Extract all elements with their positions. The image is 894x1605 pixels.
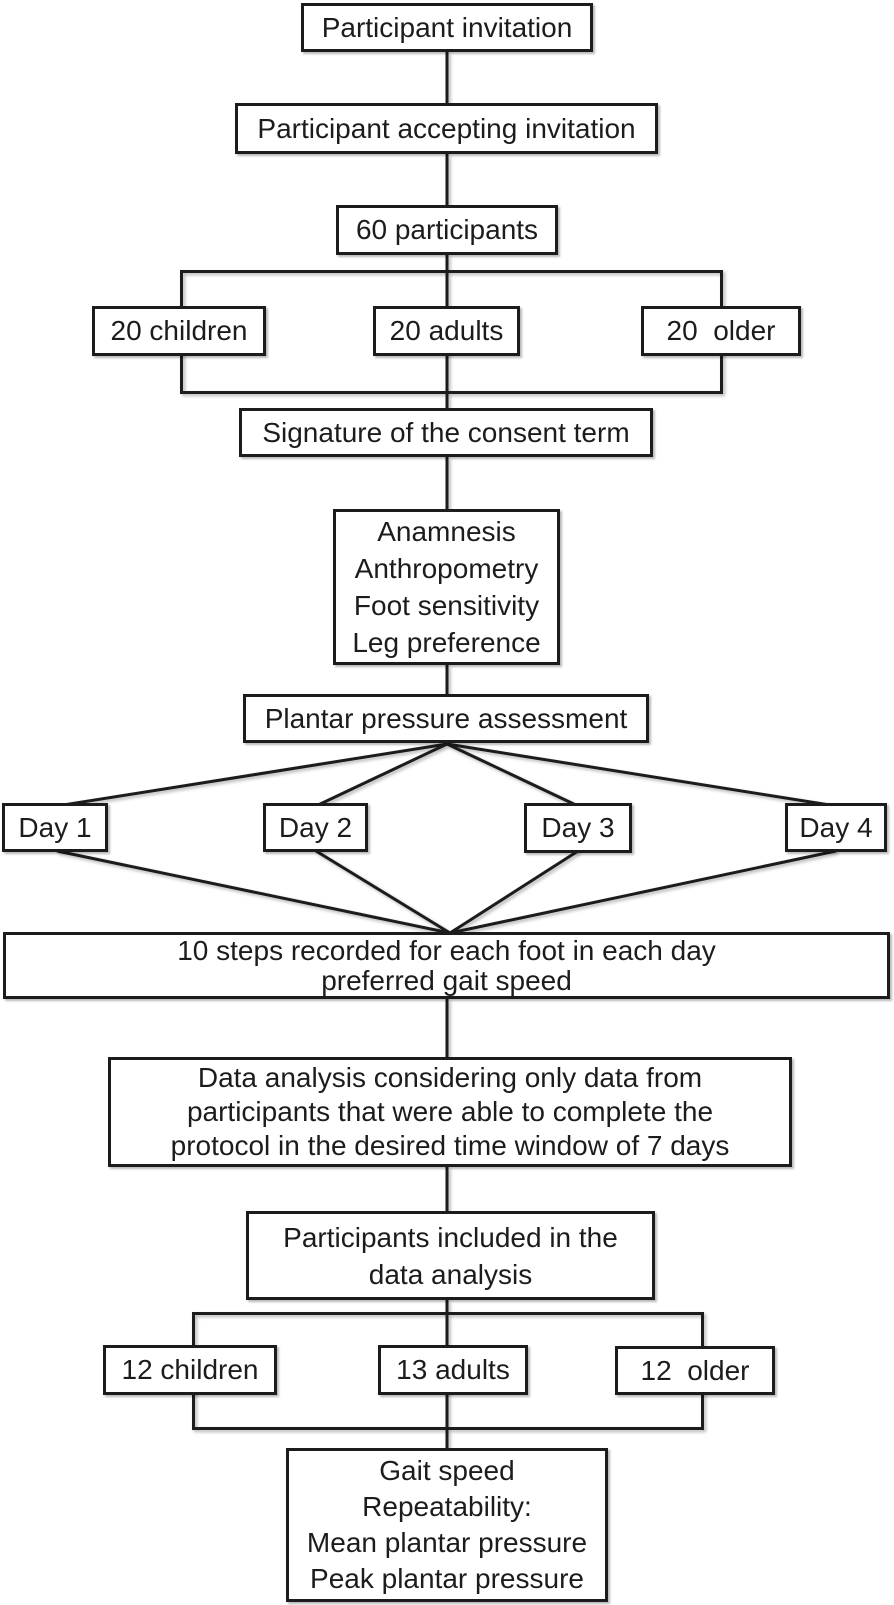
node-label: Participant accepting invitation — [257, 112, 636, 144]
node-day-1: Day 1 — [2, 803, 108, 852]
node-label: Participants included in the data analys… — [283, 1221, 618, 1290]
node-participant-invitation: Participant invitation — [301, 3, 593, 52]
node-plantar-pressure-assessment: Plantar pressure assessment — [243, 694, 649, 743]
node-label: 10 steps recorded for each foot in each … — [177, 934, 716, 996]
node-consent-signature: Signature of the consent term — [239, 408, 653, 457]
node-day-4: Day 4 — [785, 803, 887, 852]
connector-plantar-to-day2 — [315, 742, 448, 808]
node-label: Day 1 — [18, 811, 92, 843]
node-baseline-assessments: Anamnesis Anthropometry Foot sensitivity… — [333, 509, 560, 665]
connector-day4-to-steps — [449, 849, 837, 935]
node-data-analysis: Data analysis considering only data from… — [108, 1057, 792, 1167]
node-13-adults: 13 adults — [378, 1345, 528, 1395]
node-label: Signature of the consent term — [262, 416, 630, 448]
node-label: 13 adults — [396, 1354, 510, 1386]
node-outcome-measures: Gait speed Repeatability: Mean plantar p… — [286, 1448, 608, 1602]
node-label: Plantar pressure assessment — [264, 702, 628, 734]
node-label: Day 2 — [278, 811, 353, 843]
node-20-adults: 20 adults — [373, 306, 520, 356]
connector-day2-to-steps — [315, 849, 451, 935]
node-participant-accepting-invitation: Participant accepting invitation — [235, 103, 658, 154]
connector-day3-to-steps — [449, 849, 579, 935]
node-60-participants: 60 participants — [336, 205, 558, 255]
node-label: Data analysis considering only data from… — [170, 1062, 730, 1161]
connector-plantar-to-day3 — [446, 742, 579, 808]
node-label: Day 4 — [799, 811, 873, 843]
node-day-2: Day 2 — [263, 803, 368, 852]
node-12-children: 12 children — [103, 1345, 277, 1395]
node-20-older: 20 older — [641, 306, 801, 356]
connector-plantar-to-day4 — [446, 742, 837, 808]
node-label: 20 older — [666, 315, 776, 347]
node-label: 12 children — [121, 1354, 259, 1386]
node-label: 60 participants — [355, 214, 539, 246]
node-label: Gait speed Repeatability: Mean plantar p… — [306, 1455, 588, 1594]
node-participants-included: Participants included in the data analys… — [246, 1211, 655, 1300]
node-12-older: 12 older — [615, 1346, 775, 1395]
node-label: Anamnesis Anthropometry Foot sensitivity… — [352, 516, 541, 658]
node-label: Day 3 — [541, 812, 615, 844]
node-label: Participant invitation — [321, 11, 573, 43]
node-label: 20 adults — [389, 315, 504, 347]
connector-plantar-to-day1 — [56, 742, 448, 808]
node-label: 12 older — [640, 1354, 750, 1386]
node-steps-protocol: 10 steps recorded for each foot in each … — [3, 932, 890, 999]
node-day-3: Day 3 — [524, 803, 632, 853]
node-20-children: 20 children — [92, 306, 266, 356]
connector-day1-to-steps — [56, 849, 451, 935]
node-label: 20 children — [110, 315, 248, 347]
